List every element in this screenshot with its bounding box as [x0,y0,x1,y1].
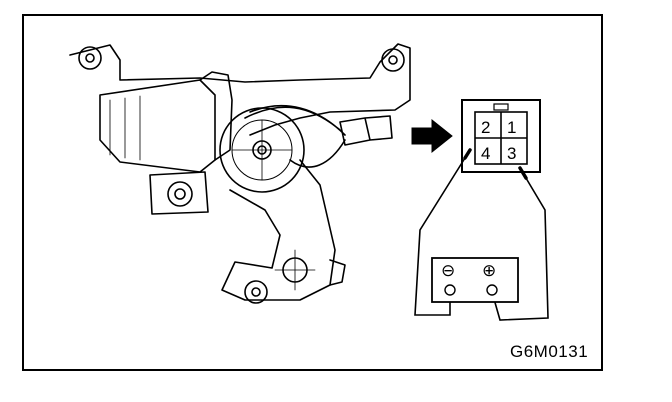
pivot-nut [244,280,268,304]
lead-pin-3 [491,167,549,321]
figure-code: G6M0131 [510,342,589,361]
pin-2-label: 2 [481,118,490,137]
link-arm [221,159,336,301]
lower-mount [149,171,209,215]
connector-face: 2 1 4 3 [461,99,541,173]
battery: ⊖ ⊕ [431,257,519,303]
lead-pin-4 [414,149,471,316]
pointer-arrow [411,118,453,154]
figure-frame [22,14,603,371]
pin-3-label: 3 [507,144,516,163]
harness-connector [339,115,393,146]
battery-negative-symbol: ⊖ [441,261,455,280]
motor-bracket [69,43,411,136]
pin-1-label: 1 [507,118,516,137]
motor-body [99,79,216,173]
battery-positive-symbol: ⊕ [482,261,496,280]
pin-4-label: 4 [481,144,490,163]
wiring-harness [244,104,346,168]
mount-hole-top-left [78,46,102,70]
mount-hole-top-right [381,48,405,72]
